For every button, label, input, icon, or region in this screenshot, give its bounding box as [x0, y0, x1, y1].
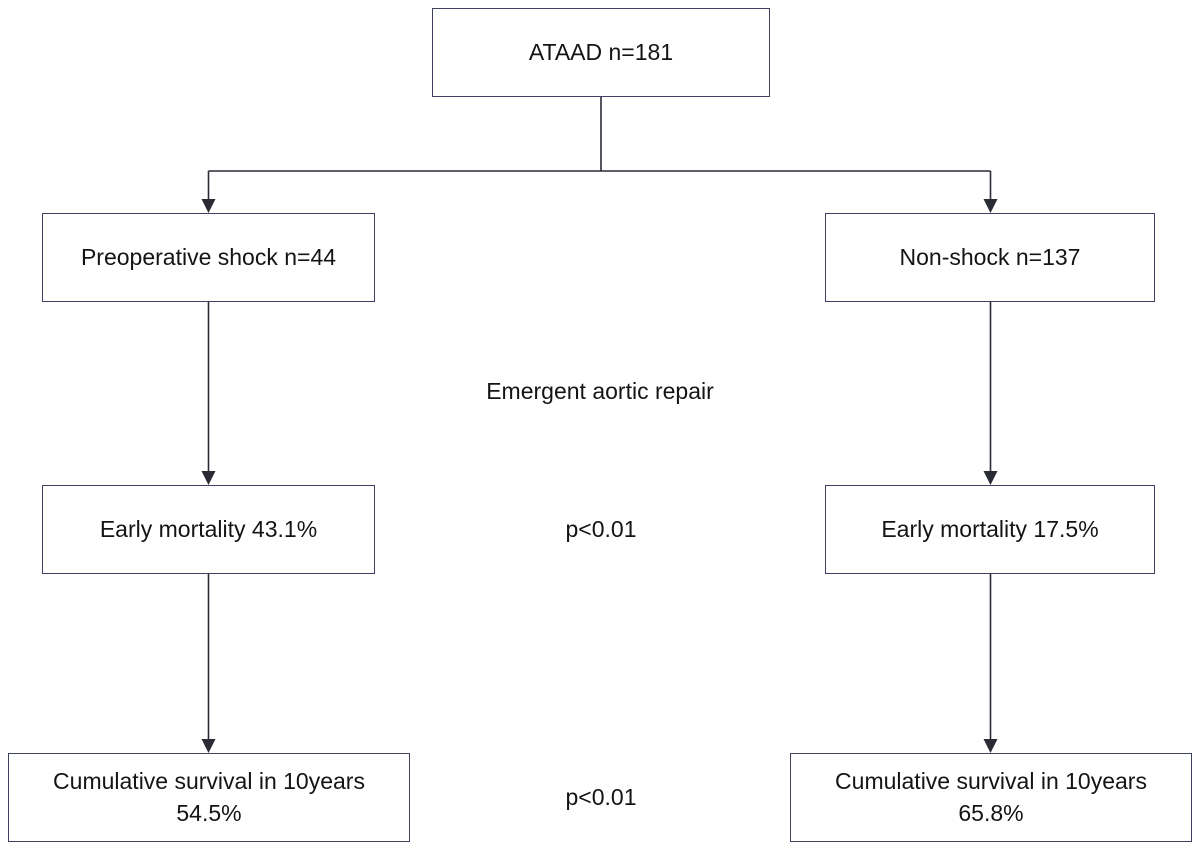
early-mortality-pvalue: p<0.01	[565, 516, 637, 542]
arrowhead-right-mortality	[983, 471, 998, 485]
cumulative-survival-right-box: Cumulative survival in 10years 65.8%	[790, 753, 1192, 842]
cumulative-survival-left-line1: Cumulative survival in 10years	[53, 768, 365, 795]
emergent-aortic-repair-label: Emergent aortic repair	[486, 377, 714, 404]
preoperative-shock-box: Preoperative shock n=44	[42, 213, 375, 302]
ataad-root-label: ATAAD n=181	[528, 38, 674, 65]
early-mortality-left-box: Early mortality 43.1%	[42, 485, 375, 574]
cumulative-survival-right-value: 65.8%	[958, 799, 1024, 826]
cumulative-survival-left-value: 54.5%	[176, 799, 242, 826]
survival-pvalue: p<0.01	[565, 784, 637, 810]
arrowhead-left-group	[201, 199, 216, 213]
arrowhead-left-survival	[201, 739, 216, 753]
arrowhead-right-survival	[983, 739, 998, 753]
ataad-root-box: ATAAD n=181	[432, 8, 770, 97]
non-shock-label: Non-shock n=137	[899, 243, 1081, 270]
non-shock-box: Non-shock n=137	[825, 213, 1155, 302]
preoperative-shock-label: Preoperative shock n=44	[80, 243, 337, 270]
cumulative-survival-right-line1: Cumulative survival in 10years	[835, 768, 1147, 795]
early-mortality-left-label: Early mortality 43.1%	[99, 515, 318, 542]
cumulative-survival-left-box: Cumulative survival in 10years 54.5%	[8, 753, 410, 842]
early-mortality-right-box: Early mortality 17.5%	[825, 485, 1155, 574]
early-mortality-right-label: Early mortality 17.5%	[881, 515, 1099, 542]
arrowhead-right-group	[983, 199, 998, 213]
arrowhead-left-mortality	[201, 471, 216, 485]
